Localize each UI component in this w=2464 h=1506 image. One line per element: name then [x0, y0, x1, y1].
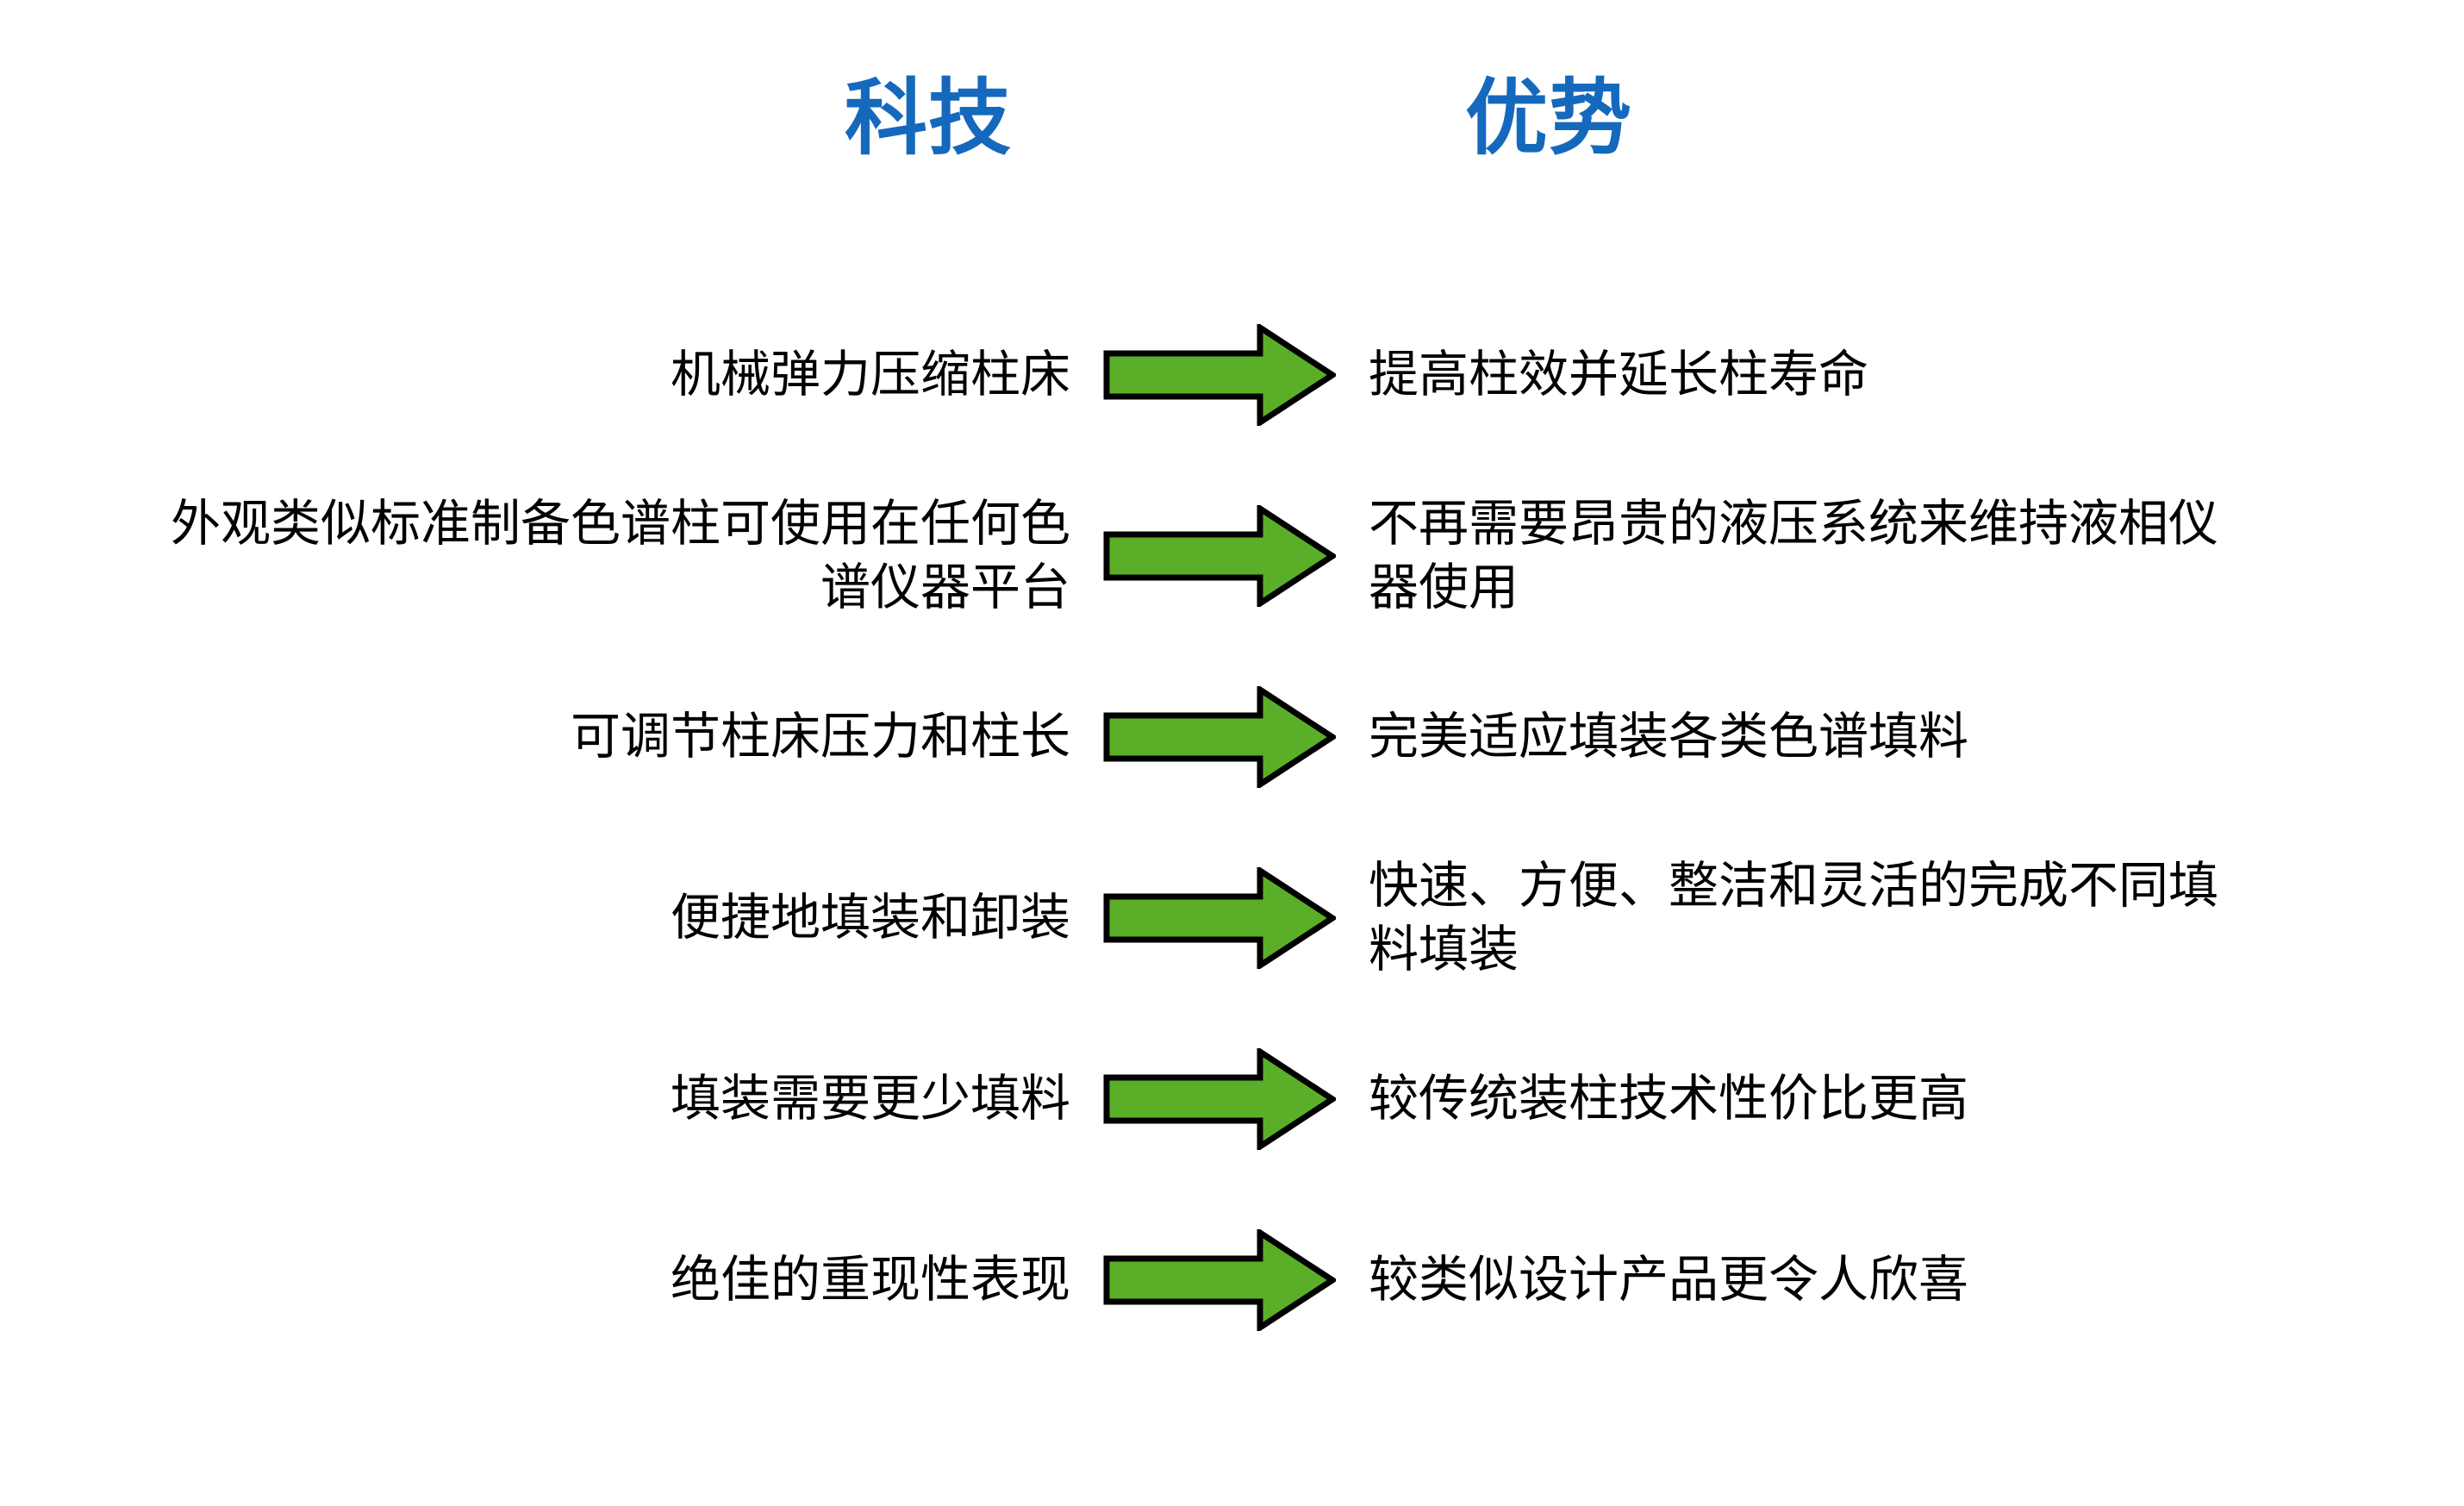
- right-arrow-icon: [1103, 867, 1336, 969]
- table-row: 便捷地填装和卸装 快速、方便、整洁和灵活的完成不同填 料填装: [0, 828, 2464, 1009]
- technology-text: 机械弹力压缩柱床: [670, 346, 1070, 403]
- row-arrow: [1077, 505, 1362, 607]
- row-arrow: [1077, 1048, 1362, 1150]
- row-arrow: [1077, 1229, 1362, 1331]
- table-row: 绝佳的重现性表现 较类似设计产品更令人欣喜: [0, 1190, 2464, 1371]
- row-arrow: [1077, 867, 1362, 969]
- advantage-text: 完美适应填装各类色谱填料: [1369, 708, 1969, 765]
- advantage-text: 较类似设计产品更令人欣喜: [1369, 1251, 1969, 1308]
- technology-text: 填装需要更少填料: [670, 1070, 1070, 1127]
- right-arrow-icon: [1103, 686, 1336, 788]
- advantage-text: 提高柱效并延长柱寿命: [1369, 346, 1869, 403]
- table-row: 外观类似标准制备色谱柱可使用在任何色 谱仪器平台 不再需要昂贵的液压系统来维持液…: [0, 466, 2464, 647]
- advantage-text: 较传统装柱技术性价比更高: [1369, 1070, 1969, 1127]
- header-advantage: 优势: [1465, 72, 1632, 165]
- right-arrow-icon: [1103, 324, 1336, 426]
- technology-text: 可调节柱床压力和柱长: [570, 708, 1070, 765]
- row-arrow: [1077, 324, 1362, 426]
- column-headers: 科技 优势: [0, 72, 2464, 205]
- technology-text: 外观类似标准制备色谱柱可使用在任何色 谱仪器平台: [170, 495, 1070, 616]
- right-arrow-icon: [1103, 1048, 1336, 1150]
- right-arrow-icon: [1103, 1229, 1336, 1331]
- table-row: 可调节柱床压力和柱长 完美适应填装各类色谱填料: [0, 647, 2464, 828]
- row-arrow: [1077, 686, 1362, 788]
- table-row: 机械弹力压缩柱床 提高柱效并延长柱寿命: [0, 284, 2464, 466]
- technology-text: 绝佳的重现性表现: [670, 1251, 1070, 1308]
- table-row: 填装需要更少填料 较传统装柱技术性价比更高: [0, 1009, 2464, 1190]
- header-technology: 科技: [845, 72, 1012, 165]
- advantage-text: 不再需要昂贵的液压系统来维持液相仪 器使用: [1369, 495, 2219, 616]
- advantage-text: 快速、方便、整洁和灵活的完成不同填 料填装: [1369, 857, 2219, 978]
- technology-text: 便捷地填装和卸装: [670, 889, 1070, 946]
- right-arrow-icon: [1103, 505, 1336, 607]
- comparison-rows: 机械弹力压缩柱床 提高柱效并延长柱寿命 外观类似标准制备色谱柱可使用在任何色 谱…: [0, 284, 2464, 1371]
